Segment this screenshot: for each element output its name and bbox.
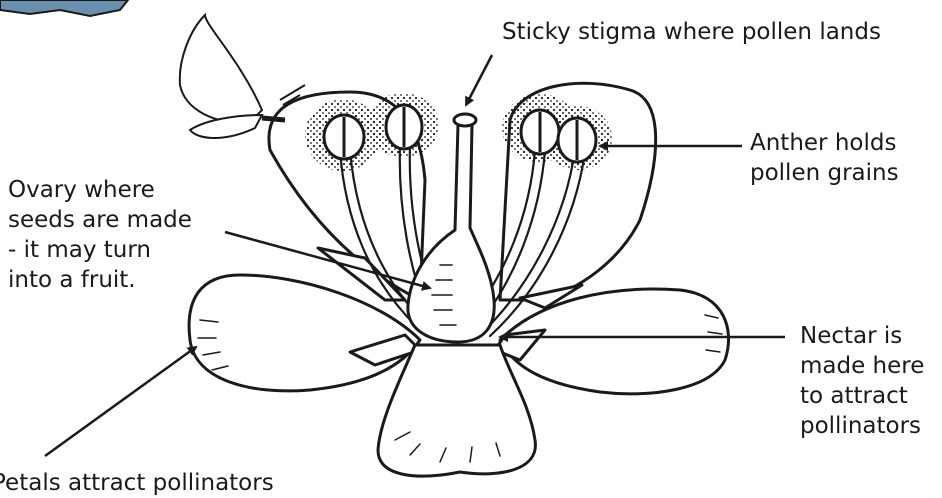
anther-2 [386,105,422,149]
corner-image-fragment [0,0,128,16]
label-stigma: Sticky stigma where pollen lands [502,17,881,47]
petals-leader [45,347,196,456]
label-anther: Anther holds pollen grains [750,128,899,188]
anther-4 [558,118,596,162]
label-petals: Petals attract pollinators [0,468,274,498]
petal-front [378,345,535,476]
anther-1 [324,115,364,159]
label-ovary: Ovary where seeds are made - it may turn… [8,175,192,295]
anther-3 [521,110,559,154]
label-nectar: Nectar is made here to attract pollinato… [800,321,924,441]
stigma-leader [466,55,492,105]
stigma [454,114,476,126]
